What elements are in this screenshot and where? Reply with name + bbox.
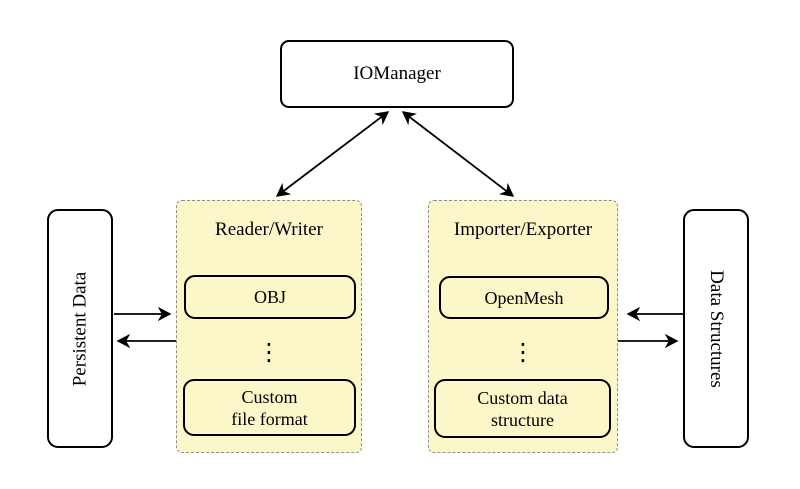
- custom-file-format-line2: file format: [231, 408, 308, 429]
- custom-data-structure-line1: Custom data: [477, 387, 568, 408]
- obj-node: OBJ: [184, 275, 356, 319]
- persistent-data-label: Persistent Data: [69, 271, 91, 386]
- arrow-iomanager-importerexporter: [401, 111, 515, 197]
- arrow-iomanager-readerwriter: [275, 111, 390, 197]
- data-structures-label: Data Structures: [706, 269, 727, 388]
- custom-data-structure-node: Custom data structure: [434, 379, 611, 438]
- custom-file-format-line1: Custom: [241, 386, 298, 407]
- importer-exporter-panel-label: Importer/Exporter: [453, 219, 593, 240]
- reader-writer-panel: Reader/Writer OBJ ⋮ Custom file format: [176, 200, 362, 453]
- vertical-ellipsis: ⋮: [257, 338, 281, 366]
- obj-label: OBJ: [253, 287, 286, 307]
- custom-data-structure-line2: structure: [491, 409, 554, 430]
- vertical-ellipsis: ⋮: [511, 338, 535, 366]
- openmesh-label: OpenMesh: [484, 287, 564, 308]
- custom-file-format-node: Custom file format: [183, 379, 356, 436]
- openmesh-node: OpenMesh: [439, 276, 609, 319]
- importer-exporter-panel: Importer/Exporter OpenMesh ⋮ Custom data…: [428, 200, 618, 453]
- reader-writer-panel-label: Reader/Writer: [215, 219, 323, 240]
- persistent-data-node: Persistent Data: [47, 209, 113, 448]
- data-structures-node: Data Structures: [683, 209, 749, 448]
- iomanager-label: IOManager: [353, 63, 441, 84]
- iomanager-node: IOManager: [280, 40, 514, 108]
